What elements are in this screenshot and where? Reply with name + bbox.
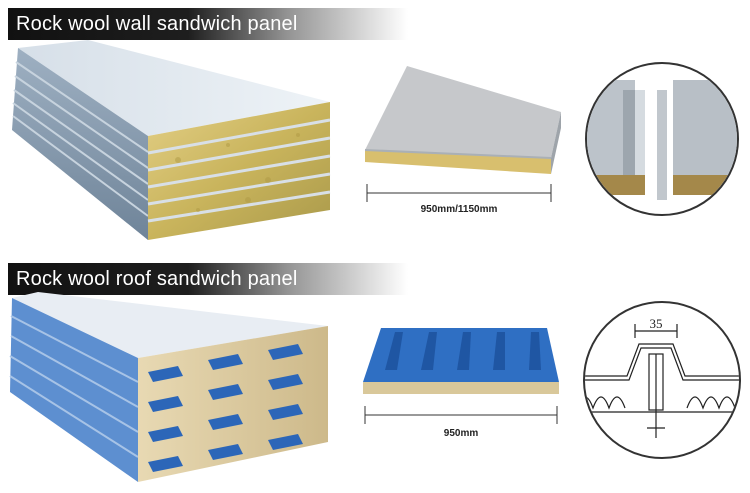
wall-width-label: 950mm/1150mm xyxy=(421,204,498,215)
roof-panel-title: Rock wool roof sandwich panel xyxy=(16,268,298,290)
wall-panel-title: Rock wool wall sandwich panel xyxy=(16,13,298,35)
roof-panel-stack-image xyxy=(9,292,328,482)
roof-dimension-line xyxy=(364,406,558,424)
roof-panel-single-image: 950mm xyxy=(363,328,559,439)
wall-joint-detail-image xyxy=(585,62,739,216)
roof-panel-title-banner: Rock wool roof sandwich panel xyxy=(8,263,408,295)
wall-dimension-line xyxy=(366,184,552,202)
wall-panel-single-image: 950mm/1150mm xyxy=(364,66,561,215)
roof-joint-detail-image: 35 xyxy=(583,301,741,459)
roof-detail-dimension: 35 xyxy=(650,316,663,331)
wall-panel-stack-image xyxy=(12,40,331,240)
roof-width-label: 950mm xyxy=(444,428,479,439)
wall-panel-title-banner: Rock wool wall sandwich panel xyxy=(8,8,408,40)
